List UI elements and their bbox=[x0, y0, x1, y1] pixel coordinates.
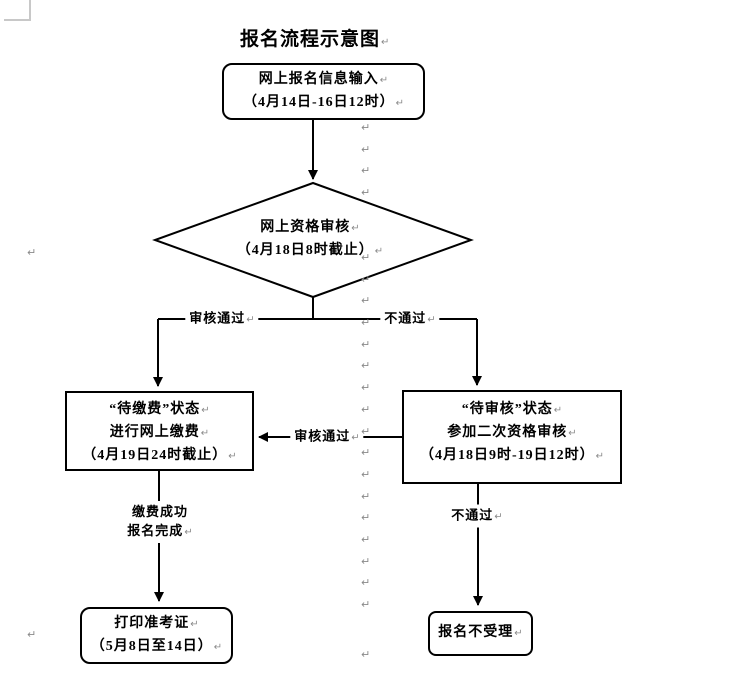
paragraph-mark-icon: ↵ bbox=[553, 405, 563, 416]
page-title-text: 报名流程示意图 bbox=[240, 29, 381, 50]
paragraph-mark-icon: ↵ bbox=[201, 405, 210, 416]
paragraph-mark-icon: ↵ bbox=[595, 451, 605, 462]
paragraph-mark-icon: ↵ bbox=[361, 251, 371, 264]
paragraph-mark-icon: ↵ bbox=[361, 490, 371, 503]
node-start-line2: （4月14日-16日12时）↵ bbox=[242, 94, 405, 110]
paragraph-mark-icon: ↵ bbox=[361, 381, 371, 394]
edge-label-pay-success-line2: 报名完成↵ bbox=[127, 523, 193, 538]
paragraph-mark-icon: ↵ bbox=[374, 246, 384, 257]
paragraph-mark-icon: ↵ bbox=[379, 74, 389, 86]
node-pay-line3: （4月19日24时截止）↵ bbox=[82, 448, 237, 463]
paragraph-mark-icon: ↵ bbox=[361, 294, 371, 307]
paragraph-mark-icon: ↵ bbox=[361, 164, 371, 177]
paragraph-mark-icon: ↵ bbox=[361, 186, 371, 199]
paragraph-mark-icon: ↵ bbox=[361, 533, 371, 546]
paragraph-mark-icon: ↵ bbox=[228, 451, 237, 462]
paragraph-mark-icon: ↵ bbox=[494, 511, 503, 523]
paragraph-mark-icon: ↵ bbox=[200, 428, 210, 439]
paragraph-mark-icon: ↵ bbox=[361, 121, 371, 134]
paragraph-mark-icon: ↵ bbox=[184, 527, 193, 538]
edge-label-pay-success: 缴费成功 报名完成↵ bbox=[123, 501, 197, 543]
paragraph-mark-icon: ↵ bbox=[27, 246, 37, 259]
paragraph-mark-icon: ↵ bbox=[361, 425, 371, 438]
paragraph-mark-icon: ↵ bbox=[514, 628, 523, 639]
paragraph-mark-icon: ↵ bbox=[361, 648, 371, 661]
node-second-review-line3: （4月18日9时-19日12时）↵ bbox=[419, 448, 605, 463]
paragraph-mark-icon: ↵ bbox=[361, 403, 371, 416]
paragraph-mark-icon: ↵ bbox=[381, 37, 390, 48]
paragraph-mark-icon: ↵ bbox=[361, 316, 371, 329]
node-pay: “待缴费”状态↵ 进行网上缴费↵ （4月19日24时截止）↵ bbox=[65, 391, 254, 471]
page-title: 报名流程示意图↵ bbox=[240, 24, 389, 51]
paragraph-mark-icon: ↵ bbox=[351, 223, 360, 234]
paragraph-mark-icon: ↵ bbox=[361, 446, 371, 459]
page-margin-mark-horizontal bbox=[4, 19, 31, 21]
page-margin-mark-vertical bbox=[29, 0, 31, 19]
paragraph-mark-icon: ↵ bbox=[213, 641, 223, 653]
edge-label-approved-left: 审核通过↵ bbox=[185, 307, 259, 331]
edge-label-pay-success-line1: 缴费成功 bbox=[131, 504, 188, 519]
paragraph-mark-icon: ↵ bbox=[361, 468, 371, 481]
paragraph-mark-icon: ↵ bbox=[246, 314, 255, 326]
paragraph-mark-icon: ↵ bbox=[427, 314, 436, 326]
paragraph-mark-icon: ↵ bbox=[361, 598, 371, 611]
paragraph-mark-icon: ↵ bbox=[361, 359, 371, 372]
node-start: 网上报名信息输入↵ （4月14日-16日12时）↵ bbox=[222, 63, 425, 120]
paragraph-mark-icon: ↵ bbox=[351, 432, 360, 444]
paragraph-mark-icon: ↵ bbox=[361, 511, 371, 524]
node-pay-line1: “待缴费”状态↵ bbox=[109, 402, 210, 417]
node-review-line1: 网上资格审核↵ bbox=[260, 220, 360, 235]
node-second-review-line2: 参加二次资格审核↵ bbox=[447, 425, 577, 440]
node-print: 打印准考证↵ （5月8日至14日）↵ bbox=[80, 607, 233, 664]
paragraph-mark-icon: ↵ bbox=[361, 576, 371, 589]
node-second-review-line1: “待审核”状态↵ bbox=[461, 402, 563, 417]
node-review-decision: 网上资格审核↵ （4月18日8时截止）↵ bbox=[210, 217, 410, 263]
node-reject-line1: 报名不受理↵ bbox=[438, 625, 523, 640]
edge-label-not-passed-right: 不通过↵ bbox=[380, 307, 440, 331]
paragraph-mark-icon: ↵ bbox=[361, 143, 371, 156]
paragraph-mark-icon: ↵ bbox=[568, 428, 577, 439]
paragraph-mark-icon: ↵ bbox=[361, 273, 371, 286]
paragraph-mark-icon: ↵ bbox=[395, 97, 405, 109]
paragraph-mark-icon: ↵ bbox=[361, 338, 371, 351]
node-review-line2: （4月18日8时截止）↵ bbox=[236, 243, 384, 258]
node-print-line2: （5月8日至14日）↵ bbox=[90, 638, 223, 654]
edge-label-approved-middle: 审核通过↵ bbox=[290, 425, 364, 449]
node-print-line1: 打印准考证↵ bbox=[114, 615, 199, 631]
paragraph-mark-icon: ↵ bbox=[27, 628, 37, 641]
node-pay-line2: 进行网上缴费↵ bbox=[109, 425, 210, 440]
node-reject: 报名不受理↵ bbox=[428, 611, 533, 656]
node-start-line1: 网上报名信息输入↵ bbox=[258, 71, 389, 87]
paragraph-mark-icon: ↵ bbox=[361, 555, 371, 568]
node-second-review: “待审核”状态↵ 参加二次资格审核↵ （4月18日9时-19日12时）↵ bbox=[402, 390, 622, 484]
paragraph-mark-icon: ↵ bbox=[190, 618, 199, 630]
edge-label-not-passed-bottom: 不通过↵ bbox=[447, 504, 507, 528]
